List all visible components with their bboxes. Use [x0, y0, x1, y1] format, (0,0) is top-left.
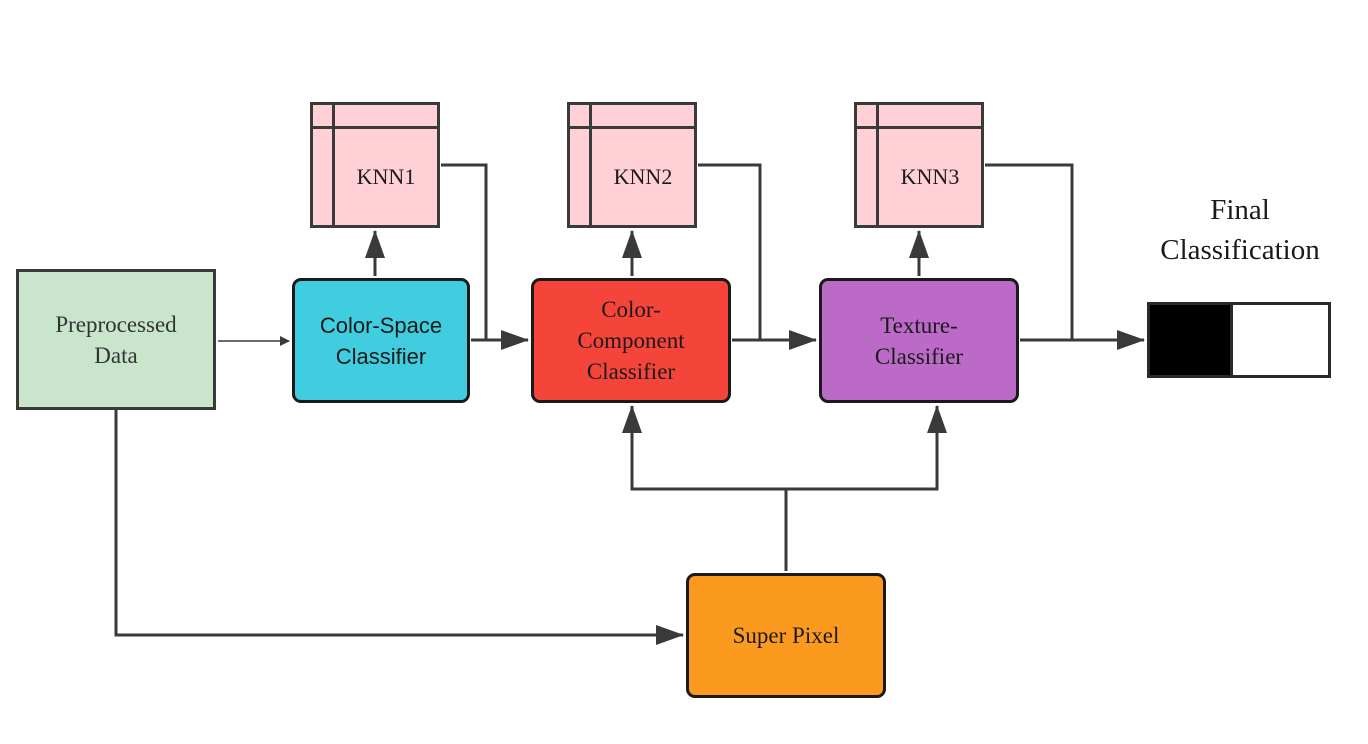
preprocessed-data-label: Preprocessed Data — [55, 311, 177, 368]
knn3-label: KNN3 — [900, 164, 960, 189]
knn1-label: KNN1 — [356, 164, 416, 189]
table-column-divider — [589, 105, 592, 225]
table-header-divider — [313, 126, 437, 129]
knn3-table-node: KNN3 — [854, 102, 984, 228]
knn2-table-node: KNN2 — [567, 102, 697, 228]
color-component-classifier-label: Color- Component Classifier — [577, 297, 685, 384]
output-white-cell — [1233, 305, 1328, 375]
texture-classifier-node: Texture- Classifier — [819, 278, 1019, 403]
output-black-cell — [1150, 305, 1233, 375]
table-header-divider — [570, 126, 694, 129]
final-classification-output — [1147, 302, 1331, 378]
color-space-classifier-node: Color-Space Classifier — [292, 278, 470, 403]
knn2-label: KNN2 — [613, 164, 673, 189]
color-component-classifier-node: Color- Component Classifier — [531, 278, 731, 403]
edge-knn2-feedback — [698, 163, 762, 340]
color-space-classifier-label: Color-Space Classifier — [319, 312, 443, 369]
edge-knn3-feedback — [985, 163, 1074, 340]
edge-knn1-feedback — [441, 163, 488, 340]
edge-pre-to-superpixel — [114, 410, 684, 645]
table-column-divider — [876, 105, 879, 225]
edge-superpixel-to-colorcomponent — [622, 405, 786, 491]
super-pixel-node: Super Pixel — [686, 573, 886, 698]
edge-superpixel-to-texture — [786, 405, 947, 491]
table-column-divider — [332, 105, 335, 225]
super-pixel-label: Super Pixel — [732, 623, 840, 648]
knn1-table-node: KNN1 — [310, 102, 440, 228]
preprocessed-data-node: Preprocessed Data — [16, 269, 216, 410]
final-classification-title: Final Classification — [1160, 194, 1320, 266]
table-header-divider — [857, 126, 981, 129]
texture-classifier-label: Texture- Classifier — [874, 312, 964, 369]
